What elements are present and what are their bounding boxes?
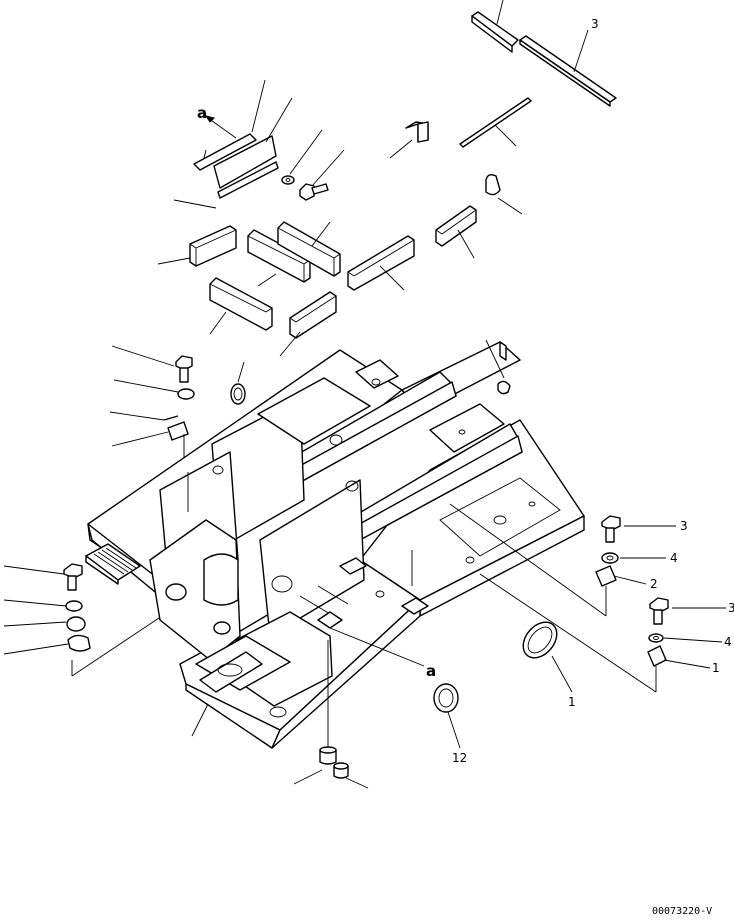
bolt-right-upper: 3 — [601, 515, 688, 543]
washer-left-lower — [3, 599, 83, 612]
callout-grommet-oval: 1 — [568, 695, 576, 709]
bolt-left-upper — [111, 345, 193, 383]
cap-small — [485, 173, 523, 215]
bolt-left-lower — [3, 563, 83, 591]
bolt-right-lower: 3 — [649, 597, 734, 625]
reference-a-lower: a — [329, 627, 436, 680]
bumpers-bottom — [293, 640, 369, 789]
bracket-small — [389, 121, 429, 159]
washer-left-upper — [113, 379, 195, 400]
pad-4 — [347, 235, 415, 291]
reference-a-top: a — [197, 104, 237, 139]
swing-bracket — [149, 519, 241, 661]
callout-grommet-round: 12 — [452, 751, 467, 765]
top-parts-group: 3 a — [157, 0, 617, 357]
step-left — [85, 543, 141, 585]
reference-letter-lower: a — [426, 662, 436, 680]
callout-washer-lower: 4 — [724, 635, 732, 649]
bracket-mount — [193, 79, 293, 199]
left-parts-group — [3, 345, 195, 677]
washer-right-lower: 4 — [648, 633, 732, 649]
pad-6 — [279, 291, 337, 357]
callout-strip-long: 3 — [591, 17, 599, 31]
grommet-oval: 1 — [522, 621, 576, 709]
washer-right-upper: 4 — [601, 551, 678, 565]
rod-thin — [459, 97, 532, 148]
washer-top — [281, 129, 323, 185]
clip-right-lower: 1 — [479, 573, 720, 693]
bolt-top — [299, 149, 345, 201]
pad-7 — [435, 205, 477, 259]
pad-3 — [277, 221, 341, 277]
callout-clip-lower: 1 — [712, 661, 720, 675]
strip-long: 3 — [519, 17, 617, 107]
pad-1 — [157, 225, 237, 267]
grommet-round: 12 — [433, 683, 467, 765]
main-frame — [85, 339, 585, 749]
clip-right-upper: 2 — [449, 503, 658, 617]
pin-left — [109, 411, 179, 421]
strip-short-top — [471, 0, 519, 53]
callout-clip-upper: 2 — [650, 577, 658, 591]
callout-washer-upper: 4 — [670, 551, 678, 565]
callout-bolt-upper: 3 — [680, 519, 688, 533]
reference-letter-top: a — [197, 104, 207, 122]
clip-left-lower — [3, 634, 91, 655]
right-parts-group: 3 4 2 3 4 1 — [449, 503, 734, 693]
cap-left — [3, 616, 86, 632]
callout-bolt-lower: 3 — [728, 601, 734, 615]
pad-5 — [209, 277, 273, 335]
drawing-number: 00073220-V — [652, 906, 712, 917]
